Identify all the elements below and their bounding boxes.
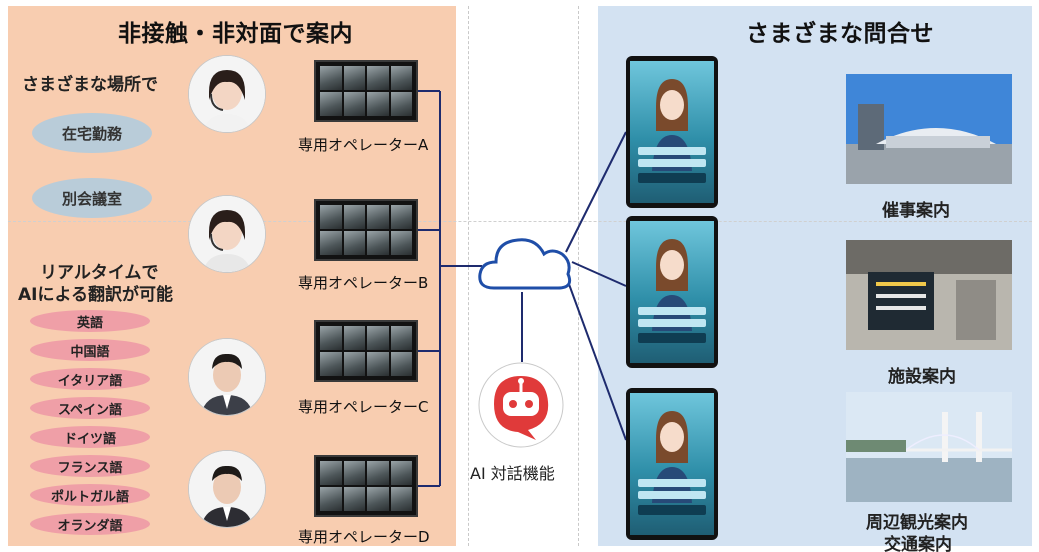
rainbow-bridge-photo: [846, 392, 1012, 502]
cloud-icon: [478, 238, 572, 290]
sightseeing-info-caption: 周辺観光案内: [866, 513, 968, 533]
operator-d-monitor: [314, 455, 418, 517]
language-italian: イタリア語: [30, 368, 150, 390]
operator-c-photo: [188, 338, 266, 416]
language-english: 英語: [30, 310, 150, 332]
language-chinese: 中国語: [30, 339, 150, 361]
center-divider-left: [468, 6, 469, 546]
robot-icon: [478, 362, 564, 448]
operator-b-photo: [188, 195, 266, 273]
place-oval-meeting-room: 別会議室: [32, 178, 152, 218]
right-panel-title: さまざまな問合せ: [746, 21, 934, 47]
language-dutch: オランダ語: [30, 513, 150, 535]
event-venue-photo: [846, 74, 1012, 184]
ai-dialogue-label: AI 対話機能: [470, 464, 555, 483]
event-info-caption: 催事案内: [882, 201, 950, 221]
operator-c-label: 専用オペレーターC: [298, 398, 429, 416]
horizontal-guide-line: [8, 221, 1032, 222]
translation-heading-line2: AIによる翻訳が可能: [18, 285, 173, 305]
transport-info-caption: 交通案内: [884, 535, 952, 552]
translation-heading-line1: リアルタイムで: [40, 263, 159, 283]
operator-a-label: 専用オペレーターA: [298, 136, 429, 154]
operator-a-photo: [188, 55, 266, 133]
operator-b-monitor: [314, 199, 418, 261]
operator-d-photo: [188, 450, 266, 528]
operator-d-label: 専用オペレーターD: [298, 528, 430, 546]
language-german: ドイツ語: [30, 426, 150, 448]
avatar-tablet-3: [626, 388, 718, 540]
center-divider-right: [578, 6, 579, 546]
language-portuguese: ポルトガル語: [30, 484, 150, 506]
place-oval-remote-work: 在宅勤務: [32, 113, 152, 153]
facility-sign-photo: [846, 240, 1012, 350]
language-spanish: スペイン語: [30, 397, 150, 419]
operator-b-label: 専用オペレーターB: [298, 274, 429, 292]
operator-a-monitor: [314, 60, 418, 122]
places-heading: さまざまな場所で: [22, 75, 158, 95]
left-panel-title: 非接触・非対面で案内: [118, 21, 353, 47]
operator-c-monitor: [314, 320, 418, 382]
avatar-tablet-1: [626, 56, 718, 208]
language-french: フランス語: [30, 455, 150, 477]
facility-info-caption: 施設案内: [888, 367, 956, 387]
avatar-tablet-2: [626, 216, 718, 368]
